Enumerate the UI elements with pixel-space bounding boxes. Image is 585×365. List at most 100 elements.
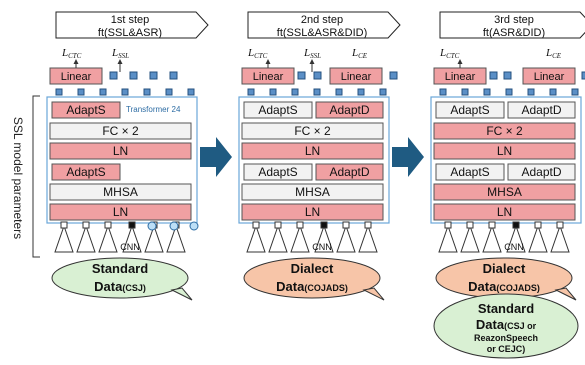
transformer-count-label: Transformer 24 bbox=[126, 105, 181, 114]
extra-data-bubble bbox=[433, 293, 579, 359]
cnn-triangle bbox=[122, 224, 142, 253]
output-token-square bbox=[581, 71, 585, 80]
ln-bottom-block-box bbox=[433, 203, 576, 221]
step-arrow-1-to-2 bbox=[200, 137, 232, 177]
hidden-token-square bbox=[187, 88, 195, 96]
ln-bottom-block-box bbox=[49, 203, 192, 221]
feature-square bbox=[82, 221, 90, 229]
feature-square bbox=[128, 221, 136, 229]
adapt-s-top-box bbox=[51, 101, 121, 119]
hidden-token-square bbox=[439, 88, 447, 96]
hidden-token-square bbox=[269, 88, 277, 96]
output-token-square bbox=[389, 71, 398, 80]
cnn-triangle bbox=[438, 224, 458, 253]
data-bubble bbox=[51, 257, 189, 299]
ln-top-block-label: LN bbox=[497, 144, 512, 158]
ln-bottom-block-box bbox=[241, 203, 384, 221]
cnn-triangle bbox=[460, 224, 480, 253]
output-token-square bbox=[149, 71, 158, 80]
adapt-s-top-box bbox=[243, 101, 313, 119]
adapt-s-top-label: AdaptS bbox=[258, 103, 297, 117]
data-title: Standard bbox=[92, 261, 148, 276]
cnn-triangle bbox=[246, 224, 266, 253]
fc-block-label: FC × 2 bbox=[486, 124, 523, 138]
loss-label-l-ctc: LCTC bbox=[61, 47, 82, 60]
linear-ctc-label: Linear bbox=[253, 71, 284, 83]
data-line: Data(CSJ) bbox=[94, 279, 146, 294]
cnn-triangle bbox=[336, 224, 356, 253]
cnn-label: CNN bbox=[312, 242, 332, 252]
mhsa-block-label: MHSA bbox=[487, 185, 522, 199]
linear-ce-box bbox=[522, 67, 576, 85]
cnn-triangle bbox=[166, 224, 186, 253]
data-title: Dialect bbox=[291, 261, 334, 276]
ln-top-block-label: LN bbox=[113, 144, 128, 158]
mhsa-block-box bbox=[49, 183, 192, 201]
side-label: SSL model parameters bbox=[11, 117, 25, 239]
step-tag-line1: 2nd step bbox=[301, 14, 343, 26]
ln-top-block-label: LN bbox=[305, 144, 320, 158]
step-tag-line1: 3rd step bbox=[494, 14, 534, 26]
mhsa-block-label: MHSA bbox=[295, 185, 330, 199]
loss-label-l-ce: LCE bbox=[351, 47, 368, 60]
feature-square bbox=[320, 221, 328, 229]
fc-block-label: FC × 2 bbox=[294, 124, 331, 138]
masked-token-circle bbox=[189, 221, 199, 231]
fc-block-label: FC × 2 bbox=[102, 124, 139, 138]
hidden-token-square bbox=[55, 88, 63, 96]
extra-data-title: Standard bbox=[478, 301, 534, 316]
data-line: Data(COJADS) bbox=[468, 279, 540, 294]
cnn-triangle bbox=[268, 224, 288, 253]
feature-square bbox=[534, 221, 542, 229]
feature-square bbox=[342, 221, 350, 229]
output-token-square bbox=[297, 71, 306, 80]
ln-bottom-block-label: LN bbox=[305, 205, 320, 219]
adapt-d-mid-box bbox=[315, 163, 384, 181]
feature-square bbox=[556, 221, 564, 229]
adapt-s-mid-label: AdaptS bbox=[66, 165, 105, 179]
ln-bottom-block-label: LN bbox=[497, 205, 512, 219]
data-title: Dialect bbox=[483, 261, 526, 276]
hidden-token-square bbox=[335, 88, 343, 96]
adapt-s-mid-box bbox=[435, 163, 505, 181]
step-tag-shape bbox=[439, 11, 585, 39]
hidden-token-square bbox=[461, 88, 469, 96]
data-bubble-tail bbox=[362, 287, 385, 301]
step-tag-shape bbox=[55, 11, 209, 39]
output-token-square bbox=[489, 71, 498, 80]
mhsa-block-box bbox=[241, 183, 384, 201]
cnn-triangle bbox=[98, 224, 118, 253]
hidden-token-square bbox=[483, 88, 491, 96]
feature-square bbox=[274, 221, 282, 229]
cnn-triangle bbox=[550, 224, 570, 253]
feature-square bbox=[296, 221, 304, 229]
data-line: Data(COJADS) bbox=[276, 279, 348, 294]
adapt-s-mid-box bbox=[51, 163, 121, 181]
step-tag-line1: 1st step bbox=[111, 14, 150, 26]
loss-label-l-ssl: LSSL bbox=[303, 47, 321, 60]
adapt-s-top-label: AdaptS bbox=[450, 103, 489, 117]
ln-top-block-box bbox=[49, 142, 192, 160]
output-token-square bbox=[109, 71, 118, 80]
ln-bottom-block-label: LN bbox=[113, 205, 128, 219]
step-arrow-2-to-3 bbox=[392, 137, 424, 177]
ln-top-block-box bbox=[241, 142, 384, 160]
adapt-s-mid-label: AdaptS bbox=[258, 165, 297, 179]
extra-data-line: Data(CSJ or bbox=[476, 317, 537, 332]
mhsa-block-box bbox=[433, 183, 576, 201]
output-token-square bbox=[503, 71, 512, 80]
feature-square bbox=[252, 221, 260, 229]
masked-token-circle bbox=[169, 221, 179, 231]
loss-label-l-ctc: LCTC bbox=[439, 47, 460, 60]
hidden-token-square bbox=[143, 88, 151, 96]
loss-label-l-ctc: LCTC bbox=[247, 47, 268, 60]
feature-square bbox=[60, 221, 68, 229]
side-bracket bbox=[32, 95, 40, 258]
data-bubble bbox=[243, 257, 381, 299]
cnn-triangle bbox=[482, 224, 502, 253]
adapt-d-top-box bbox=[315, 101, 384, 119]
output-token-square bbox=[313, 71, 322, 80]
adapt-d-top-label: AdaptD bbox=[329, 103, 369, 117]
